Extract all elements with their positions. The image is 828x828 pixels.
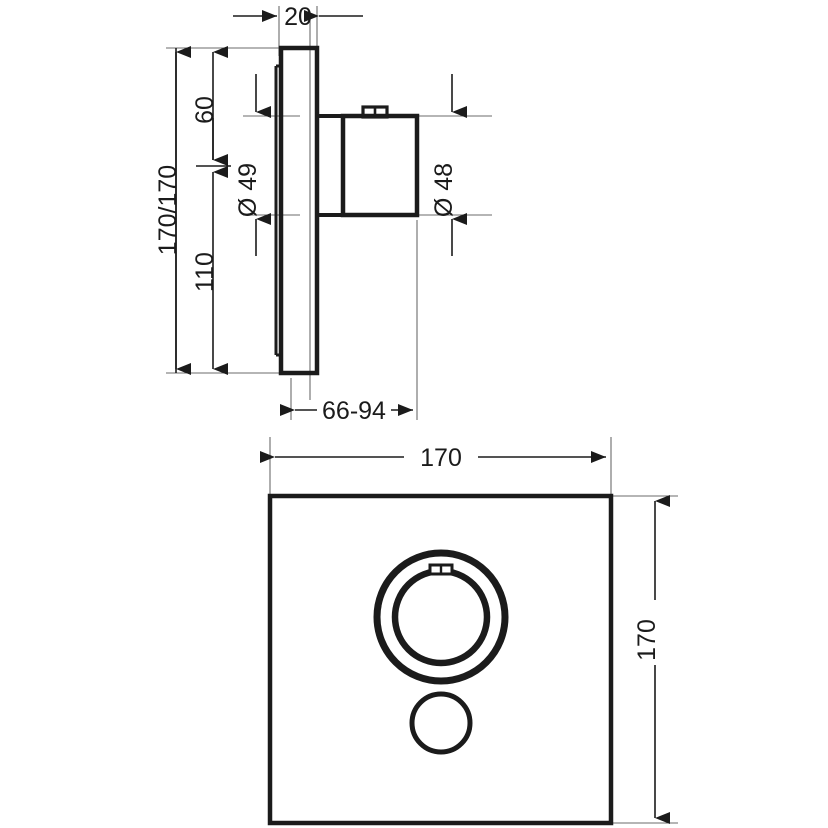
dim-label-handle-plate-diameter: Ø 49: [234, 163, 262, 217]
front-plate-outline: [267, 493, 614, 826]
handle-collar-profile: [317, 114, 345, 217]
dim-label-plate-thickness: 20: [284, 3, 312, 31]
dimension-handle-center-to-bottom: 110: [191, 166, 228, 375]
control-dial-outer-ring[interactable]: [373, 549, 509, 685]
dim-label-handle-body-diameter: Ø 48: [430, 163, 458, 217]
dimension-handle-plate-diameter: Ø 49: [234, 74, 271, 256]
handle-index-tab: [361, 105, 389, 119]
side-view-outline: [274, 45, 420, 376]
dimension-projection-depth: 66-94: [280, 397, 413, 425]
dim-label-handle-center-to-bottom: 110: [191, 252, 219, 292]
dim-label-projection-depth: 66-94: [322, 397, 386, 425]
plate-back-lip-ends: [276, 64, 281, 357]
dim-label-front-height: 170: [633, 619, 661, 661]
dim-label-front-width: 170: [420, 444, 462, 472]
push-button-circle[interactable]: [409, 691, 473, 755]
front-view-group: 170 170: [260, 437, 678, 826]
dim-label-top-to-handle-center: 60: [191, 96, 219, 124]
control-dial-inner-ring[interactable]: [391, 567, 491, 667]
dimension-handle-body-diameter: Ø 48: [430, 74, 467, 256]
handle-body-profile: [340, 113, 420, 218]
dim-label-overall-height-pair: 170/170: [154, 165, 182, 255]
dimension-overall-height-pair: 170/170: [154, 46, 191, 375]
dimension-front-width: 170: [260, 444, 606, 472]
escutcheon-plate-profile: [278, 45, 320, 376]
dimension-top-to-handle-center: 60: [191, 46, 231, 167]
dimension-front-height: 170: [633, 495, 670, 824]
front-view-extension-lines: [269, 437, 678, 824]
side-view-group: 20 170/170 60 110: [154, 3, 492, 425]
dimension-plate-thickness: 20: [233, 3, 363, 31]
